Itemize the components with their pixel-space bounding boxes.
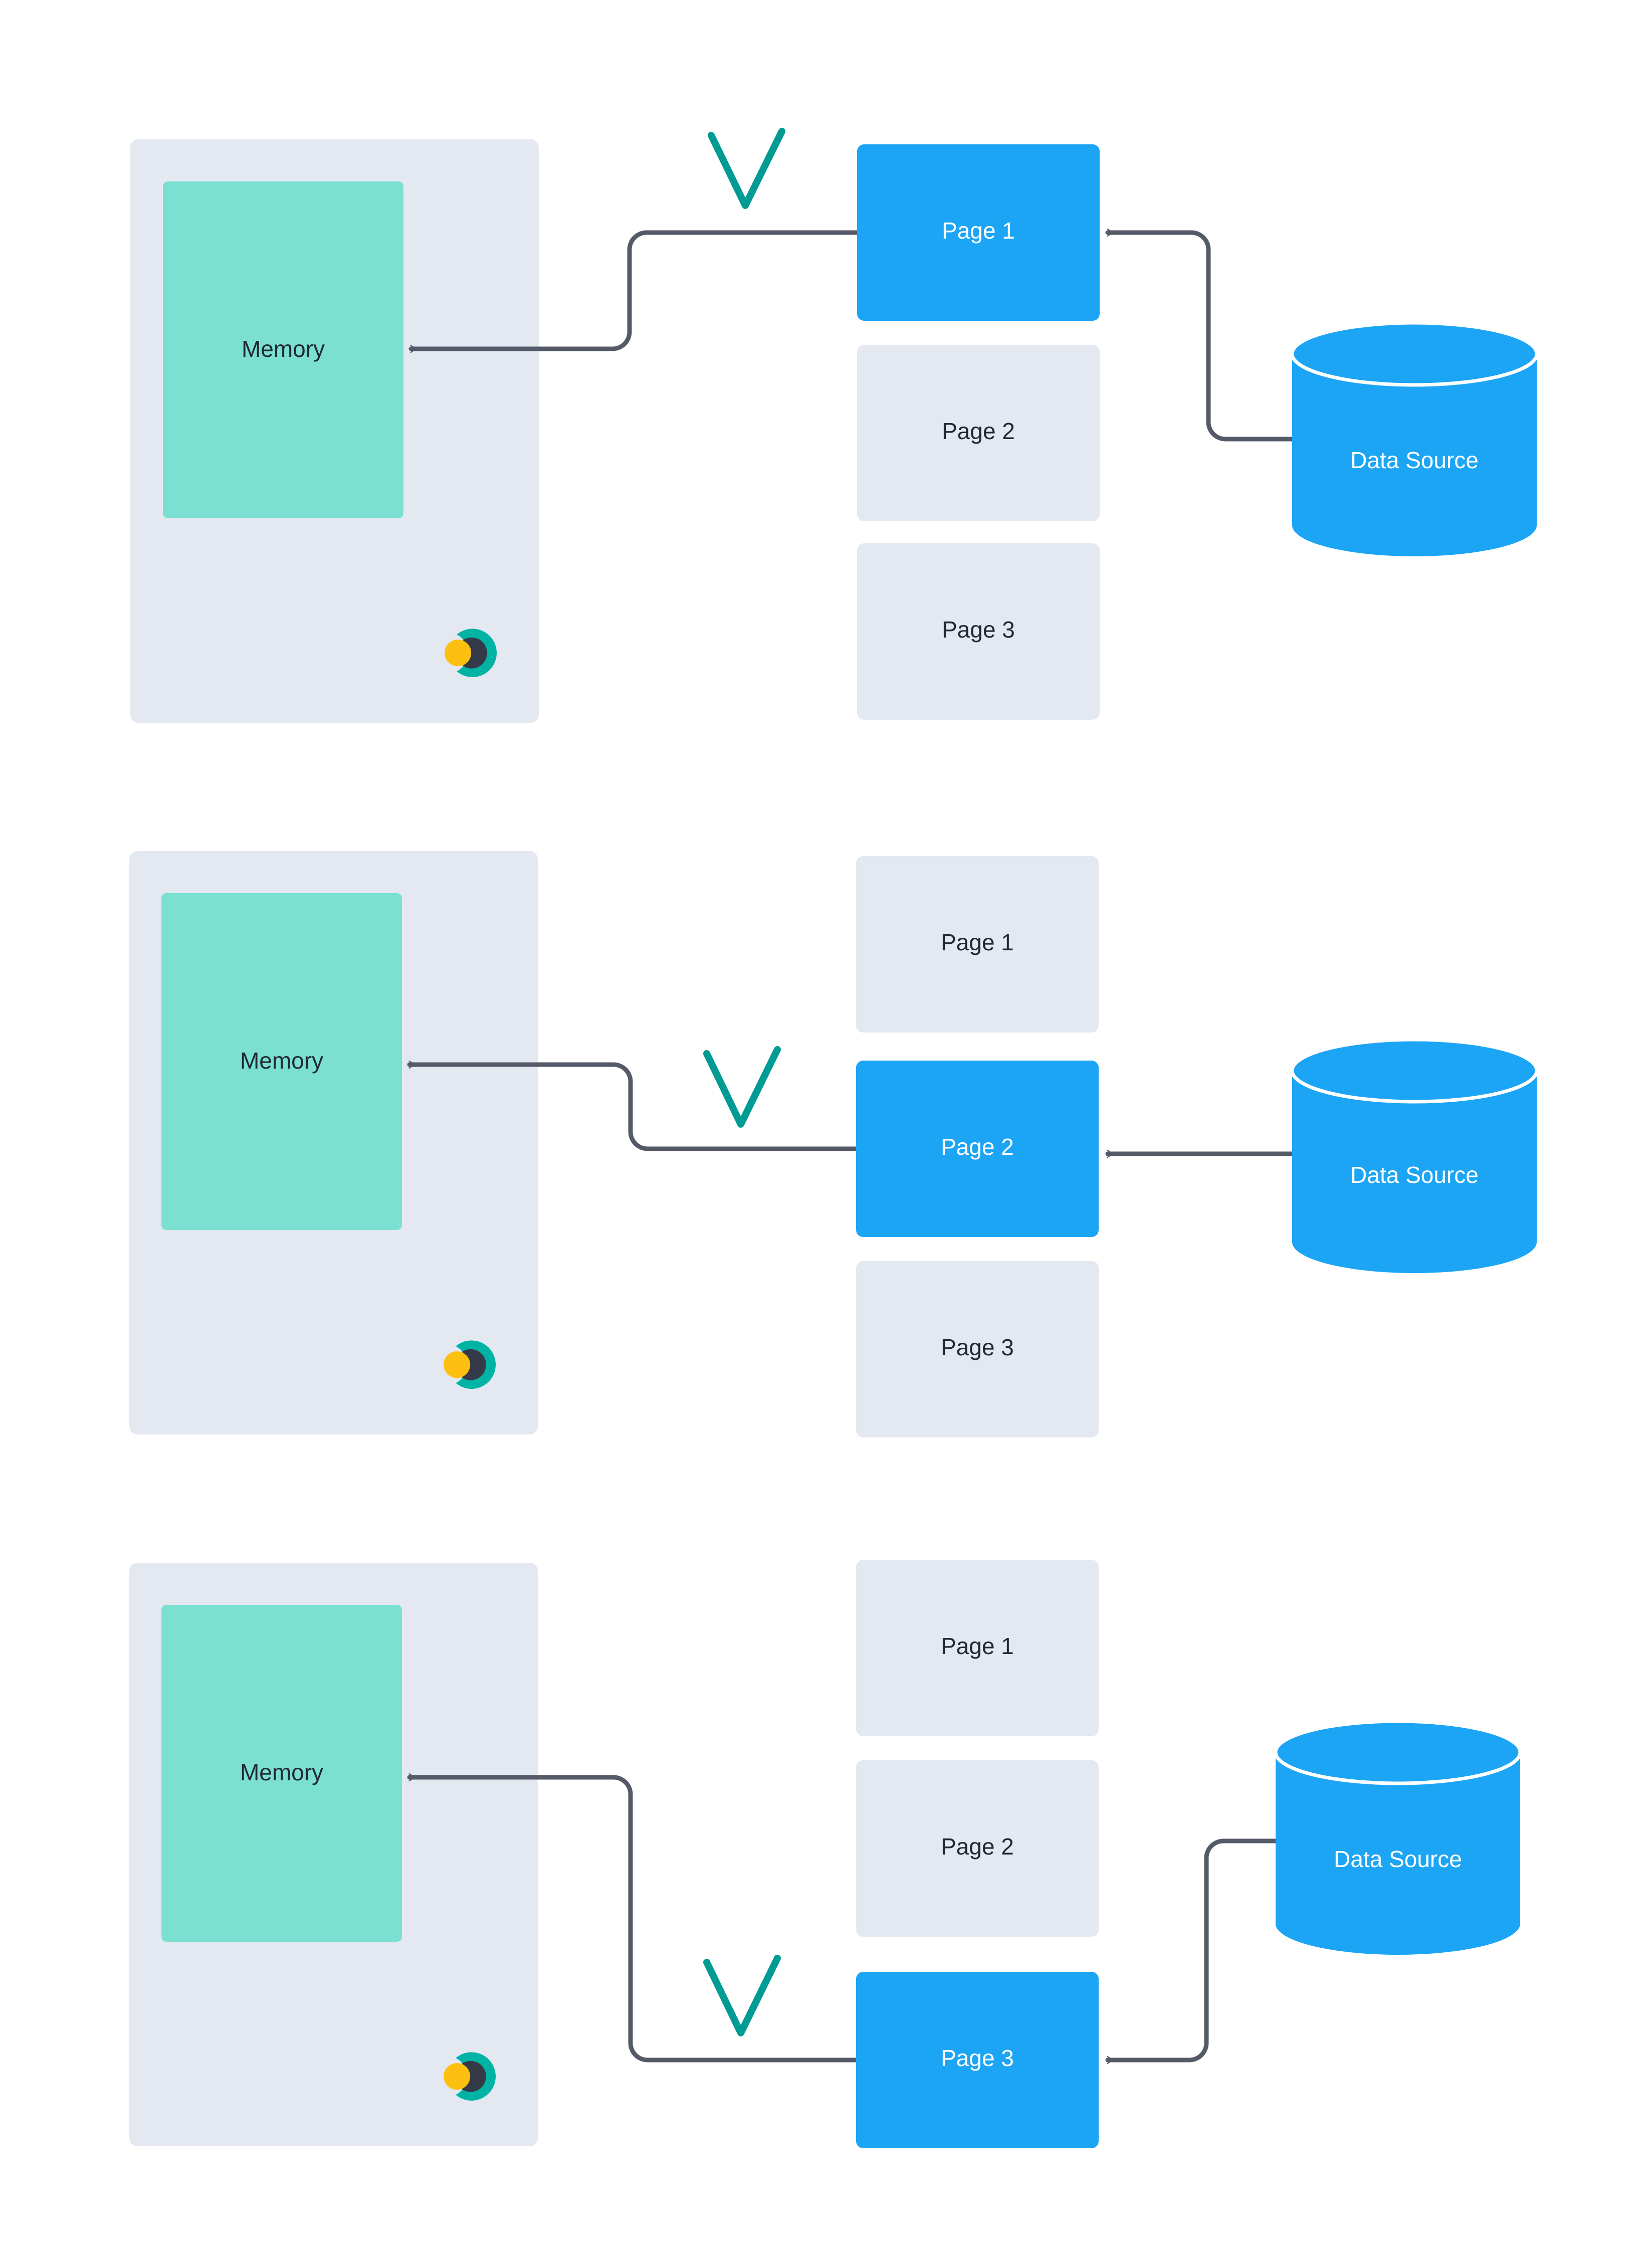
crescent-logo xyxy=(444,629,497,678)
connector-page-to-memory xyxy=(407,1777,859,2063)
memory-block[interactable] xyxy=(163,181,403,518)
data-source-cylinder[interactable] xyxy=(1290,321,1539,556)
page-box[interactable] xyxy=(856,1061,1099,1237)
panel-1: Memory Page 1 Page 2 Page 3 Data Source xyxy=(130,128,1539,723)
page-label: Page 1 xyxy=(942,218,1015,244)
connector-source-to-page xyxy=(1105,1838,1278,2060)
memory-label: Memory xyxy=(240,1759,323,1785)
page-label: Page 3 xyxy=(941,2045,1014,2071)
page-box[interactable] xyxy=(856,1261,1099,1437)
checkmark-icon xyxy=(708,128,785,209)
page-box[interactable] xyxy=(857,144,1100,321)
connector-page-to-memory xyxy=(408,230,860,349)
memory-label: Memory xyxy=(242,336,325,362)
page-label: Page 1 xyxy=(941,1633,1014,1659)
page-label: Page 3 xyxy=(942,616,1015,643)
page-box[interactable] xyxy=(856,1972,1099,2148)
memory-label: Memory xyxy=(240,1048,323,1074)
page-label: Page 2 xyxy=(941,1134,1014,1160)
memory-block[interactable] xyxy=(161,893,402,1230)
page-label: Page 2 xyxy=(941,1833,1014,1860)
connector-page-to-memory xyxy=(407,1065,859,1151)
memory-block[interactable] xyxy=(161,1605,402,1942)
data-source-label: Data Source xyxy=(1350,447,1479,473)
page-label: Page 3 xyxy=(941,1334,1014,1360)
panel-2: Memory Page 1 Page 2 Page 3 Data Source xyxy=(129,851,1539,1437)
page-box[interactable] xyxy=(856,1760,1099,1937)
crescent-logo xyxy=(443,2052,496,2101)
data-source-label: Data Source xyxy=(1334,1846,1462,1872)
page-box[interactable] xyxy=(856,1560,1099,1736)
data-source-cylinder[interactable] xyxy=(1290,1038,1539,1273)
page-label: Page 1 xyxy=(941,929,1014,955)
data-source-cylinder[interactable] xyxy=(1274,1719,1522,1955)
connector-source-to-page xyxy=(1105,233,1295,442)
panel-3: Memory Page 1 Page 2 Page 3 Data Source xyxy=(129,1560,1522,2148)
checkmark-icon xyxy=(703,1955,781,2036)
crescent-logo xyxy=(443,1340,496,1389)
page-box[interactable] xyxy=(857,543,1100,720)
data-source-label: Data Source xyxy=(1350,1162,1479,1188)
page-box[interactable] xyxy=(857,345,1100,521)
checkmark-icon xyxy=(703,1046,781,1128)
page-box[interactable] xyxy=(856,856,1099,1033)
page-label: Page 2 xyxy=(942,418,1015,444)
